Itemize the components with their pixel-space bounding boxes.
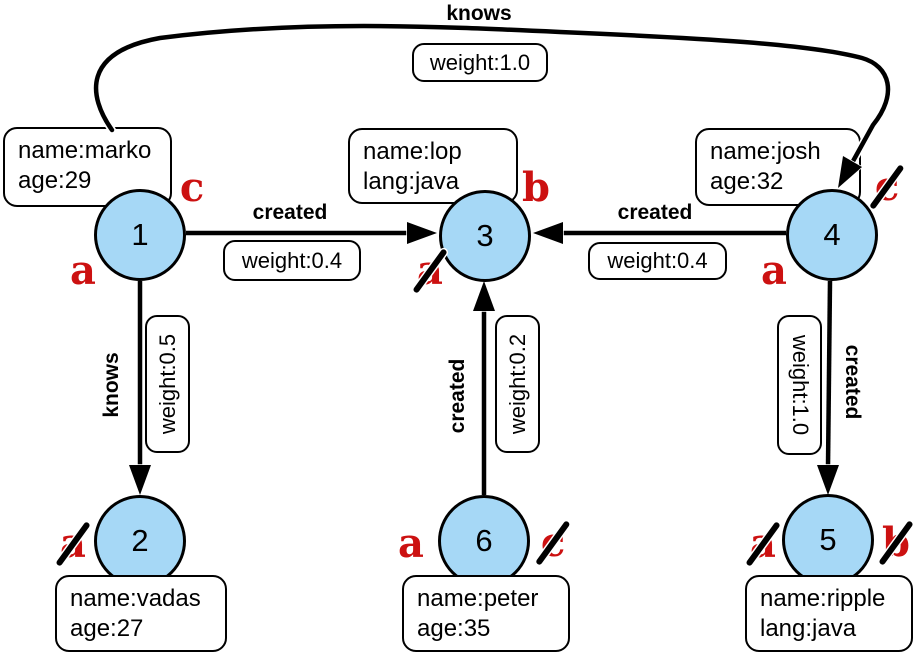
edge-label-created-4-3: created bbox=[617, 201, 693, 224]
vertex-5-id: 5 bbox=[819, 522, 837, 557]
step-marker-vertex-6-c-crossed: c bbox=[535, 520, 571, 566]
vertex-2: 2 bbox=[94, 495, 186, 587]
step-marker-vertex-6-a: a bbox=[398, 524, 424, 564]
vertex-6-properties: name:peter age:35 bbox=[402, 575, 570, 652]
vertex-3: 3 bbox=[439, 190, 531, 282]
property-line: age:32 bbox=[710, 168, 784, 195]
step-letter: a bbox=[761, 247, 787, 294]
step-marker-vertex-5-a-crossed: a bbox=[745, 521, 781, 567]
property-line: name:peter bbox=[417, 585, 539, 612]
edge-weight-knows-1-2: weight:0.5 bbox=[145, 315, 190, 453]
edge-weight-knows-1-4: weight:1.0 bbox=[412, 43, 548, 82]
property-line: name:lop bbox=[363, 138, 462, 165]
edge-weight-created-6-3: weight:0.2 bbox=[495, 315, 540, 453]
step-marker-vertex-4-c-crossed: c bbox=[869, 164, 905, 210]
weight-text: weight:1.0 bbox=[429, 49, 531, 75]
arrowhead-knows-1-2 bbox=[127, 464, 153, 498]
edge-label-knows-1-2: knows bbox=[100, 352, 123, 418]
arrowhead-created-6-3 bbox=[471, 278, 497, 312]
step-marker-vertex-4-a: a bbox=[761, 251, 787, 291]
step-letter: c bbox=[179, 164, 205, 211]
vertex-1-id: 1 bbox=[131, 217, 149, 252]
property-line: lang:java bbox=[363, 168, 460, 195]
arrowhead-created-1-3 bbox=[406, 220, 440, 246]
edge-weight-created-4-5: weight:1.0 bbox=[777, 315, 822, 455]
property-line: name:ripple bbox=[760, 585, 886, 612]
step-marker-vertex-1-c: c bbox=[180, 168, 204, 208]
weight-text: weight:0.4 bbox=[607, 248, 708, 273]
property-line: name:marko bbox=[18, 137, 152, 164]
edge-created-6-3 bbox=[471, 278, 497, 495]
vertex-2-properties: name:vadas age:27 bbox=[55, 575, 227, 652]
weight-text: weight:0.2 bbox=[504, 333, 530, 435]
step-marker-vertex-1-a: a bbox=[70, 251, 96, 291]
vertex-3-id: 3 bbox=[476, 218, 494, 253]
step-marker-vertex-3-b: b bbox=[522, 168, 550, 208]
property-line: name:vadas bbox=[70, 585, 201, 612]
edge-created-4-3 bbox=[530, 220, 786, 246]
edge-label-created-1-3: created bbox=[252, 201, 328, 224]
property-line: age:27 bbox=[70, 615, 144, 642]
step-letter: a bbox=[70, 247, 96, 294]
arrowhead-created-4-3 bbox=[530, 220, 564, 246]
edge-label-created-6-3: created bbox=[446, 358, 469, 434]
edge-weight-created-4-3: weight:0.4 bbox=[588, 242, 727, 280]
property-line: name:josh bbox=[710, 138, 821, 165]
property-line: age:29 bbox=[18, 167, 92, 194]
edge-weight-created-1-3: weight:0.4 bbox=[223, 240, 361, 281]
weight-text: weight:0.5 bbox=[154, 333, 180, 435]
step-marker-vertex-2-a-crossed: a bbox=[55, 521, 91, 567]
edge-label-knows-1-4: knows bbox=[446, 2, 512, 25]
property-line: lang:java bbox=[760, 615, 857, 642]
vertex-1: 1 bbox=[94, 189, 186, 281]
vertex-6: 6 bbox=[438, 495, 530, 587]
vertex-5: 5 bbox=[782, 494, 874, 586]
weight-text: weight:1.0 bbox=[787, 334, 813, 436]
vertex-4: 4 bbox=[786, 189, 878, 281]
step-marker-vertex-5-b-crossed: b bbox=[878, 520, 914, 566]
step-letter: b bbox=[522, 164, 550, 211]
vertex-4-id: 4 bbox=[823, 217, 841, 252]
vertex-2-id: 2 bbox=[131, 523, 149, 558]
arrowhead-created-4-5 bbox=[815, 464, 841, 498]
step-marker-vertex-3-a-crossed: a bbox=[412, 248, 448, 294]
edge-label-created-4-5: created bbox=[841, 344, 864, 420]
weight-text: weight:0.4 bbox=[241, 247, 343, 273]
vertex-5-properties: name:ripple lang:java bbox=[745, 575, 913, 652]
vertex-6-id: 6 bbox=[475, 523, 493, 558]
step-letter: a bbox=[398, 520, 424, 567]
property-line: age:35 bbox=[417, 615, 491, 642]
